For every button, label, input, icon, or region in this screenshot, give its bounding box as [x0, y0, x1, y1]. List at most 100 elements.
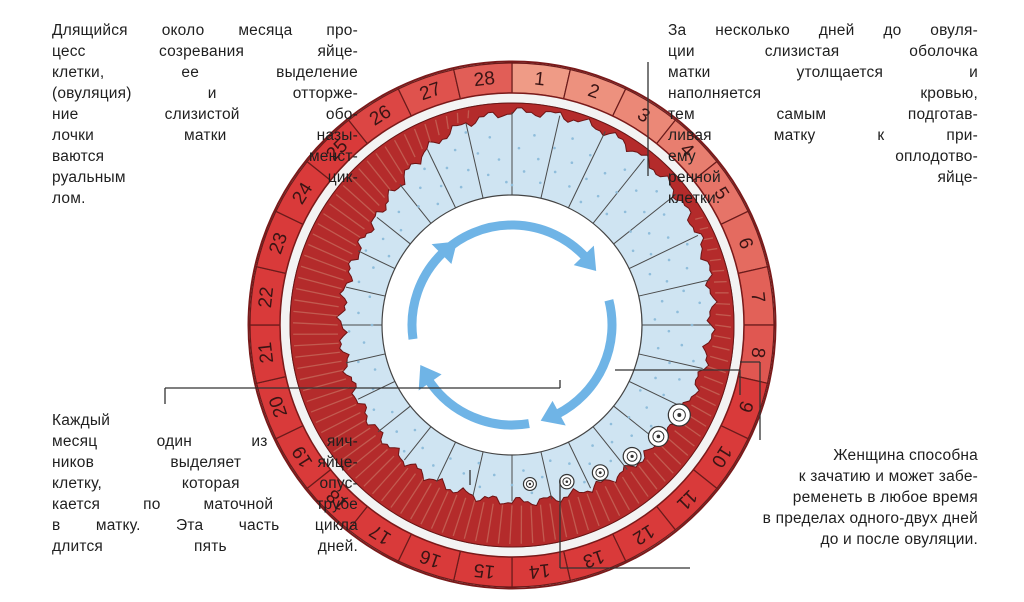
lumen-texture-dot: [530, 491, 534, 495]
note-line: Длящийся около месяца про-: [52, 22, 358, 39]
lumen-texture-dot: [421, 446, 424, 450]
lumen-divider: [426, 149, 457, 209]
lumen-texture-dot: [662, 213, 666, 216]
lumen-texture-dot: [660, 299, 664, 303]
note-line: ренной яйце-: [668, 169, 978, 186]
lumen-texture-dot: [370, 323, 374, 327]
lumen-texture-dot: [609, 422, 613, 426]
lining-gland: [577, 496, 590, 531]
uterine-lumen: [341, 112, 712, 502]
lining-gland: [621, 476, 640, 504]
lining-gland: [315, 403, 357, 424]
lumen-texture-dot: [579, 200, 583, 204]
lining-gland: [297, 360, 342, 370]
lining-gland: [355, 449, 388, 479]
note-line: За несколько дней до овуля-: [668, 22, 978, 39]
note-line: клетки.: [668, 190, 721, 207]
lining-gland: [715, 324, 732, 328]
note-line: длится пять дней.: [52, 538, 358, 555]
egg-stage-nucleus: [677, 413, 682, 418]
lining-gland: [304, 254, 347, 272]
lining-gland: [709, 355, 729, 363]
note-line: в матку. Эта часть цикла: [52, 517, 358, 534]
lumen-texture-dot: [643, 210, 646, 214]
lumen-texture-dot: [387, 254, 391, 258]
lumen-texture-dot: [591, 444, 594, 447]
lumen-texture-dot: [623, 210, 627, 214]
note-line: ему оплодотво-: [668, 148, 978, 165]
note-line: тем самым подготав-: [668, 106, 978, 123]
note-line: Каждый: [52, 412, 111, 429]
lumen-texture-dot: [466, 168, 470, 172]
egg-stage-ring: [672, 408, 686, 422]
lumen-texture-dot: [553, 146, 556, 150]
lumen-texture-dot: [623, 168, 627, 171]
egg-stage-ring: [562, 477, 572, 487]
egg-stage-nucleus: [630, 454, 634, 458]
lining-gland: [549, 503, 557, 540]
lining-gland: [375, 153, 397, 183]
lining-gland: [712, 345, 730, 351]
lumen-divider: [592, 158, 645, 224]
day-number-label: 14: [528, 559, 552, 582]
lumen-texture-dot: [449, 457, 452, 460]
lining-gland: [715, 302, 731, 305]
lumen-texture-dot: [639, 389, 642, 392]
lining-gland: [539, 504, 545, 542]
center-circle: [381, 194, 643, 456]
lumen-texture-dot: [698, 301, 701, 305]
lumen-texture-dot: [423, 167, 426, 171]
lining-gland: [335, 194, 370, 222]
egg-stage-ring: [595, 467, 606, 478]
lumen-divider: [592, 426, 628, 470]
callout-lines: [164, 62, 761, 569]
lumen-texture-dot: [610, 440, 614, 444]
lumen-texture-dot: [347, 330, 351, 333]
lumen-texture-dot: [678, 378, 681, 381]
lining-gland: [667, 437, 689, 456]
lumen-divider: [345, 286, 386, 297]
lumen-divider: [465, 123, 484, 199]
lumen-texture-dot: [685, 266, 689, 270]
day-number-label: 8: [746, 346, 768, 359]
lumen-texture-dot: [667, 329, 671, 333]
lumen-texture-dot: [570, 161, 574, 164]
lumen-texture-dot: [615, 190, 618, 194]
note-line: руальным цик-: [52, 169, 358, 186]
cycle-arrow-head: [418, 365, 442, 391]
lumen-texture-dot: [402, 449, 406, 453]
lumen-divider: [357, 250, 396, 270]
lumen-texture-dot: [439, 184, 443, 188]
lining-gland: [441, 494, 458, 533]
lining-gland: [384, 146, 403, 175]
egg-stage-nucleus: [598, 471, 602, 475]
lining-gland: [323, 213, 361, 238]
cycle-arrow-arc: [438, 220, 589, 260]
lumen-texture-dot: [486, 173, 490, 177]
lining-gland: [350, 176, 380, 206]
lumen-texture-dot: [436, 202, 440, 206]
lining-gland: [660, 445, 682, 465]
lumen-divider: [403, 426, 432, 461]
lining-gland: [695, 216, 703, 220]
lumen-texture-dot: [609, 459, 613, 463]
lining-gland: [434, 119, 440, 136]
egg-stage-nucleus: [528, 482, 532, 486]
cycle-arrow-head: [540, 400, 566, 426]
lining-gland: [709, 258, 722, 262]
lumen-divider: [399, 184, 432, 224]
lining-gland: [295, 351, 340, 358]
lumen-texture-dot: [649, 252, 653, 256]
lumen-texture-dot: [464, 131, 468, 134]
lining-gland: [712, 269, 725, 272]
lining-gland: [403, 133, 416, 158]
lining-gland: [613, 481, 631, 511]
lumen-texture-dot: [571, 137, 574, 140]
lining-gland: [298, 276, 342, 290]
lumen-texture-dot: [395, 430, 399, 433]
lining-gland: [699, 226, 709, 230]
lumen-texture-dot: [605, 212, 609, 216]
lining-layer: [289, 102, 735, 548]
lumen-texture-dot: [685, 242, 689, 246]
